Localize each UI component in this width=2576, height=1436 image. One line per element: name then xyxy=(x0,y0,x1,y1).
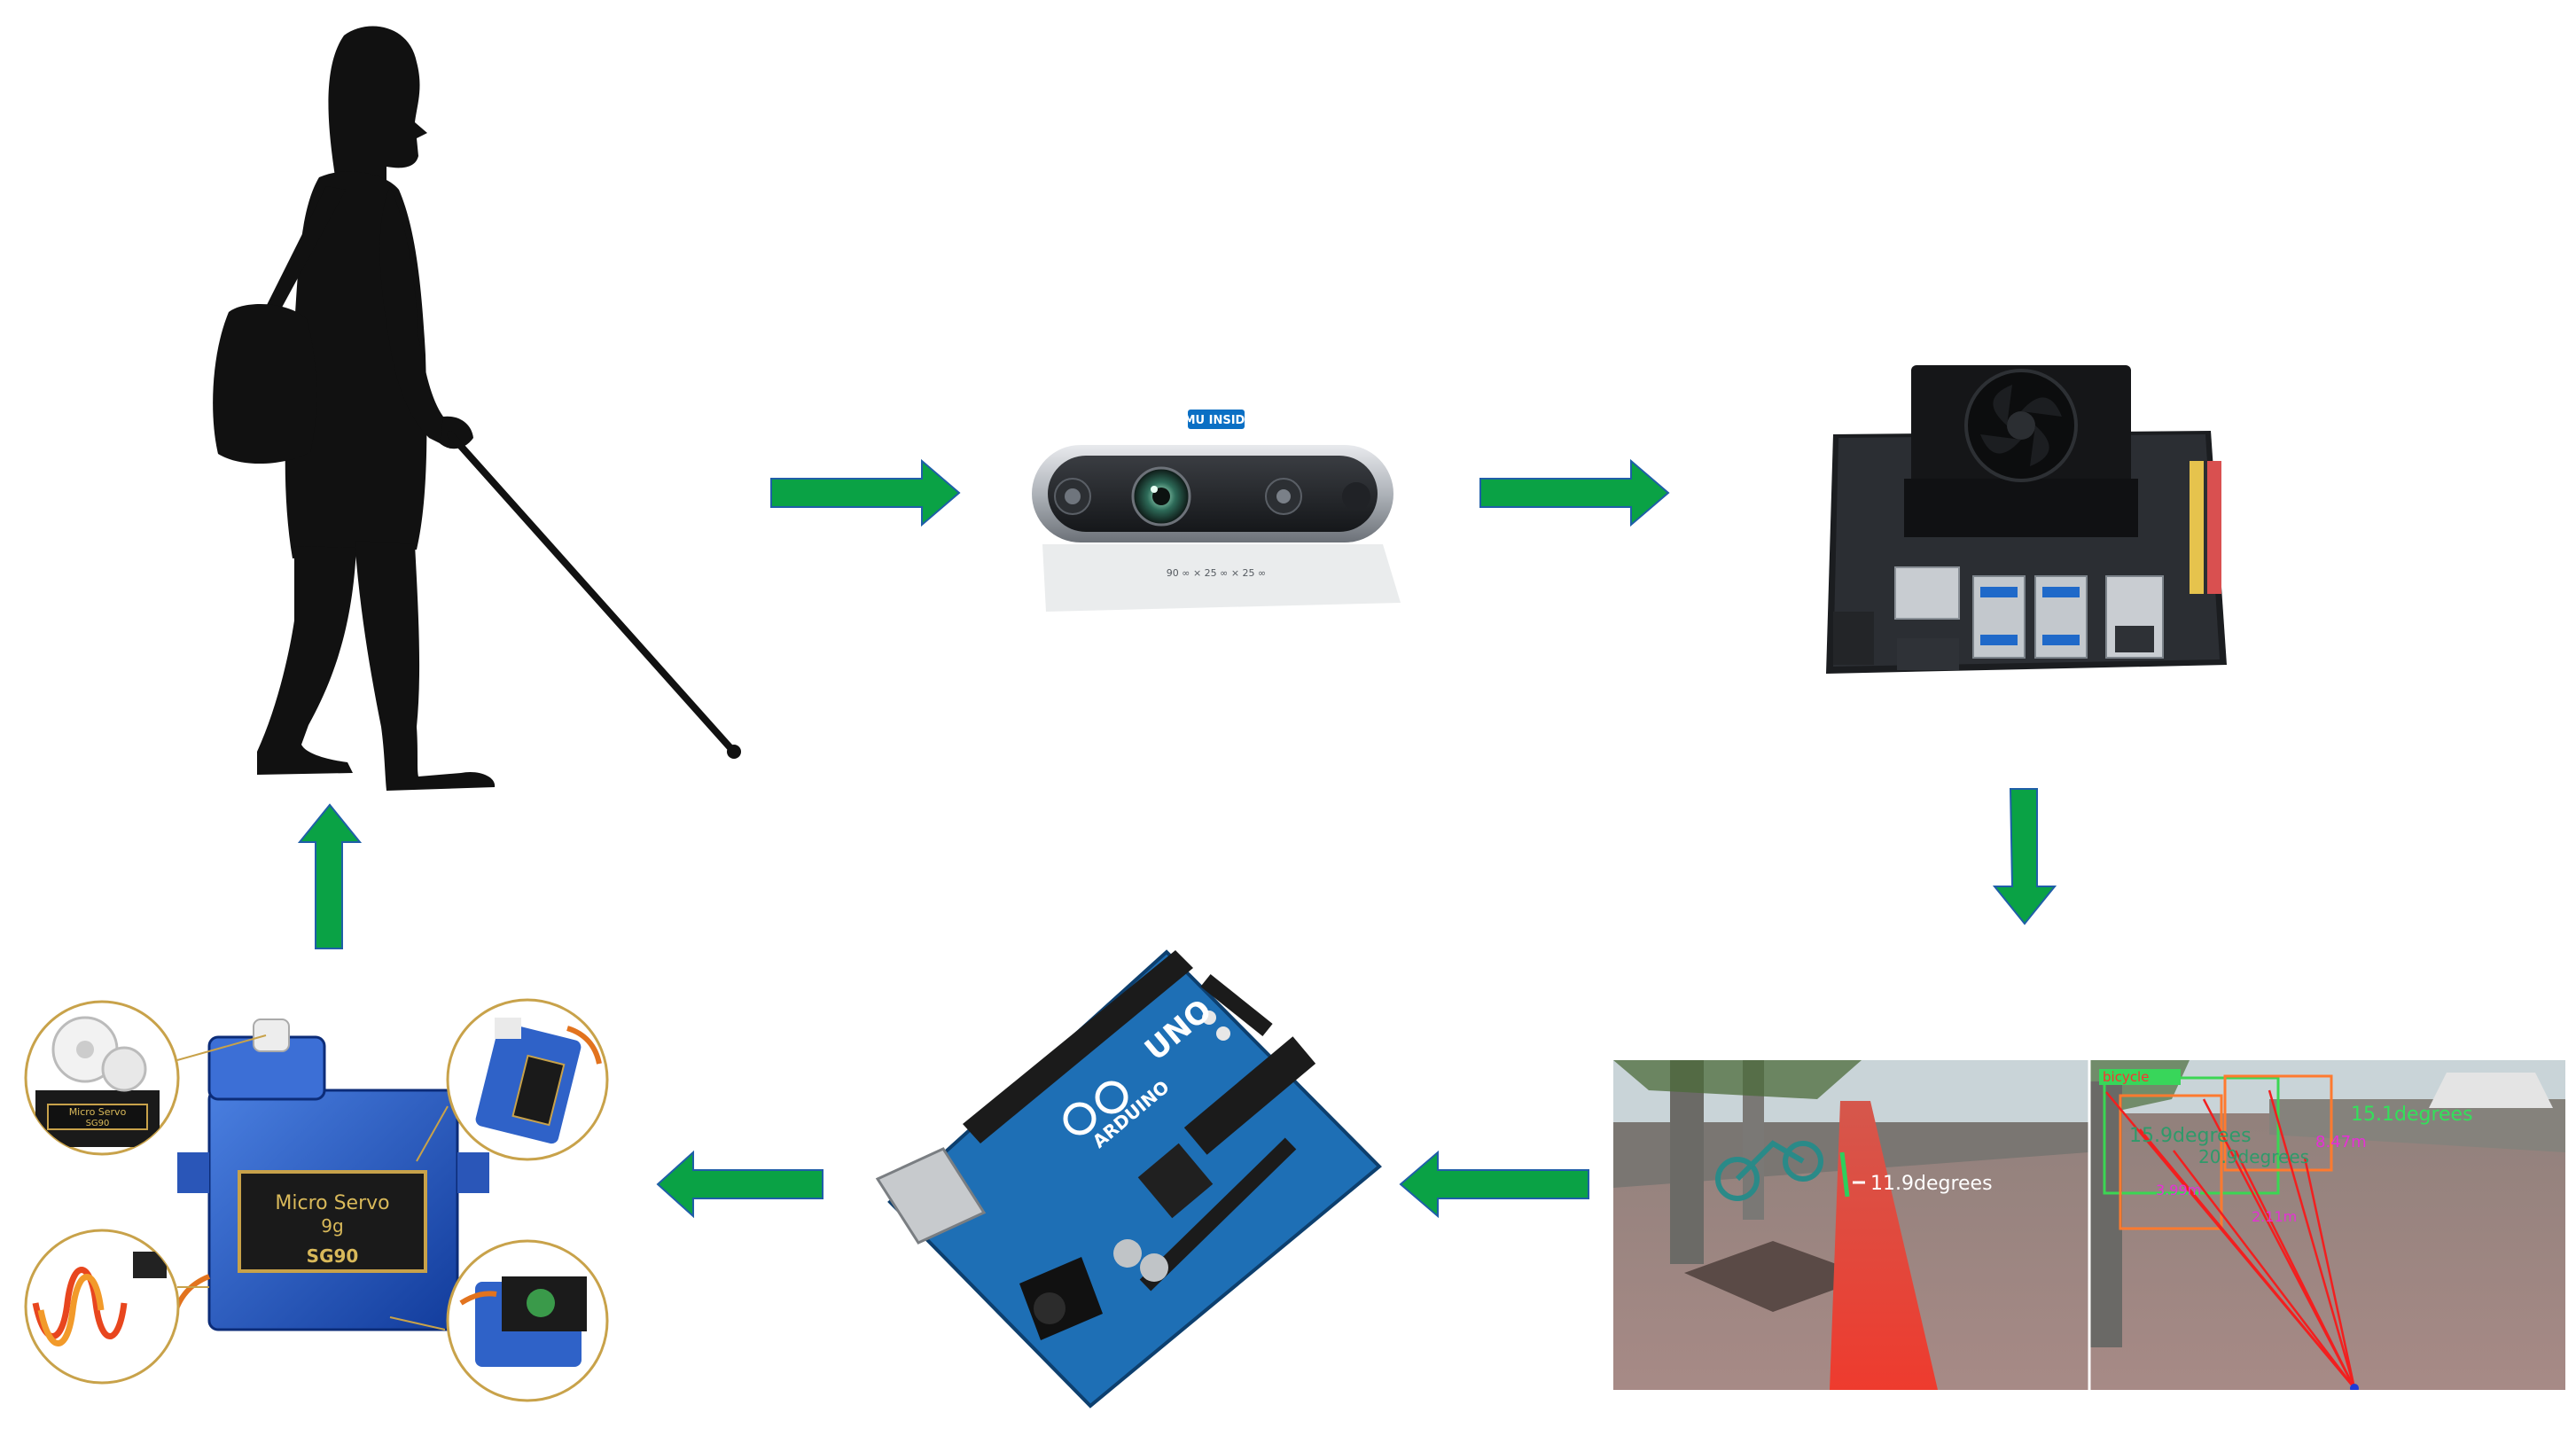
servo-label-line1: Micro Servo xyxy=(275,1192,389,1214)
parked-bicycle-icon xyxy=(1715,1140,1823,1201)
sg90-servo-motor: Micro Servo 9g SG90 Micro Servo SG90 xyxy=(24,998,609,1402)
detection-class-label: bicycle xyxy=(2103,1069,2149,1085)
rgb-lens-icon xyxy=(1131,466,1191,527)
imu-badge-text: IMU INSIDE xyxy=(1180,414,1253,427)
servo-label-line2: 9g xyxy=(321,1215,343,1237)
detection-distance-2: 3.99m xyxy=(2156,1182,2201,1198)
callout-servo-text-line1: Micro Servo xyxy=(69,1106,127,1118)
arrow-up xyxy=(297,803,363,949)
arrow-right-2 xyxy=(1479,458,1670,527)
callout-servo-text-line2: SG90 xyxy=(86,1119,110,1128)
callout-cable xyxy=(24,1229,180,1385)
usb-ports xyxy=(1833,566,2164,670)
fov-caption: 90 ∞ × 25 ∞ × 25 ∞ xyxy=(1167,567,1266,579)
servo-model-label: SG90 xyxy=(307,1245,359,1267)
vision-panel-right: bicycle 15.1degrees 15.9degrees 20.9degr… xyxy=(2090,1060,2565,1390)
distance-rays xyxy=(2105,1089,2356,1389)
person-with-cane-silhouette xyxy=(213,26,741,791)
flow-arrows xyxy=(297,458,2057,1219)
detection-distance-1: 8.47m xyxy=(2315,1133,2367,1151)
usb-b-port xyxy=(875,1147,987,1245)
detection-angle-2: 15.9degrees xyxy=(2129,1125,2252,1147)
imu-badge xyxy=(1188,410,1245,429)
arrow-left-2 xyxy=(656,1150,824,1219)
detection-angle-3: 20.9degrees xyxy=(2198,1146,2309,1167)
callout-lines xyxy=(176,1034,449,1331)
cooling-fan-icon xyxy=(1904,365,2138,537)
heading-angle-label: 11.9degrees xyxy=(1870,1173,1993,1195)
detection-angle-1: 15.1degrees xyxy=(2351,1104,2473,1126)
arrow-left-1 xyxy=(1399,1150,1589,1219)
jetson-compute-board xyxy=(1826,365,2227,674)
depth-camera: IMU INSIDE 90 ∞ × 25 ∞ × 25 ∞ xyxy=(1032,410,1401,612)
callout-internals xyxy=(446,1239,609,1402)
dc-power-jack xyxy=(1019,1257,1103,1340)
arrow-right-1 xyxy=(770,458,961,527)
ir-projector-left xyxy=(1054,478,1091,515)
ir-sensor-right xyxy=(1265,478,1302,515)
vision-panel-left: 11.9degrees xyxy=(1613,1060,2088,1390)
callout-side-view xyxy=(446,998,609,1161)
servo-main-body: Micro Servo 9g SG90 xyxy=(171,1018,489,1331)
gpio-header-pins xyxy=(2190,461,2221,594)
callout-gears: Micro Servo SG90 xyxy=(24,1000,180,1156)
arduino-logo xyxy=(1063,1081,1128,1136)
arrow-down xyxy=(1992,788,2057,925)
detection-distance-3: 2.11m xyxy=(2252,1208,2297,1225)
arduino-uno-board: ARDUINO UNO xyxy=(875,949,1382,1409)
